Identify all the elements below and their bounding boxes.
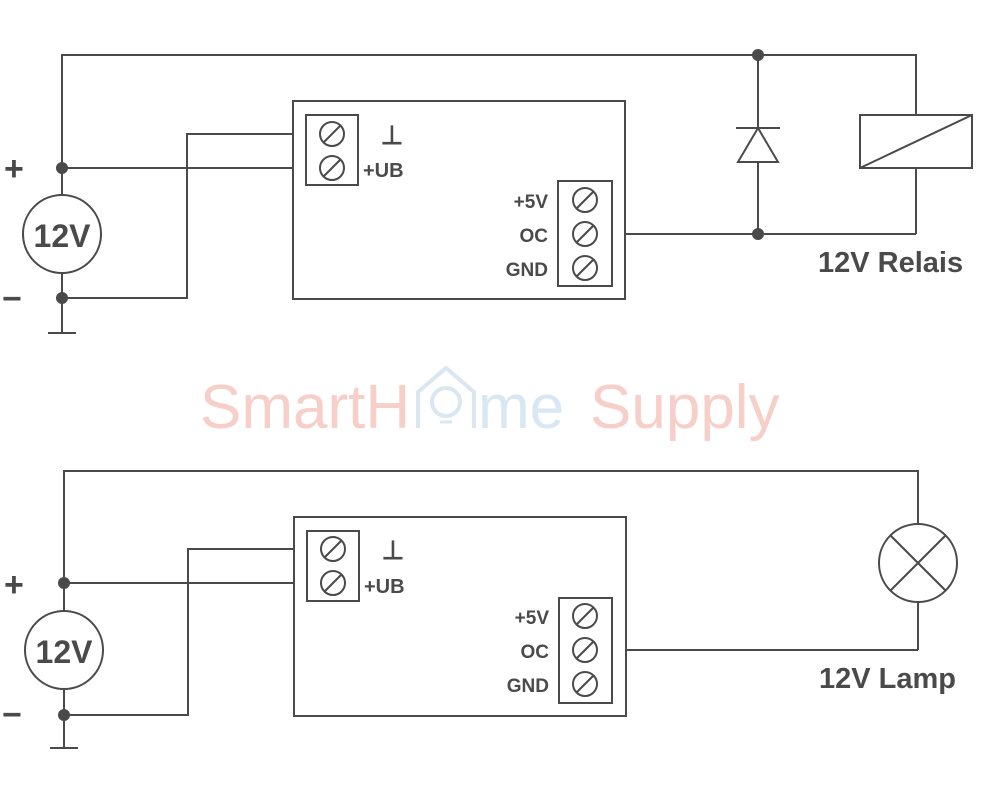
screw-terminal-icon [572,603,598,629]
screw-terminal-icon [572,637,598,663]
watermark-text-me: me [478,373,564,442]
screw-terminal-icon [320,570,346,596]
screw-terminal-icon [572,187,598,213]
junction-dot [58,577,70,589]
output-label-5v: +5V [514,192,549,213]
plus-sign: + [4,150,24,188]
ub-terminal-label: +UB [363,160,404,182]
minus-sign: − [2,696,22,734]
junction-dot [752,49,764,61]
ground-terminal-symbol: ⊥ [382,535,405,565]
minus-sign: − [2,280,22,318]
junction-dot [58,709,70,721]
output-label-gnd: GND [507,676,549,697]
screw-terminal-icon [320,536,346,562]
relay-coil-icon [859,114,973,169]
top-positive-rail-wire [61,54,917,168]
voltage-source-icon [22,194,102,274]
junction-dot [56,292,68,304]
output-label-oc: OC [520,226,549,247]
ground-terminal-symbol: ⊥ [381,120,404,150]
bottom-positive-rail-wire [63,470,919,583]
plus-sign: + [4,566,24,604]
supply-minus-to-ground-wire [64,548,307,716]
supply-minus-to-ground-wire [62,133,306,299]
source-voltage-label: 12V [34,218,92,254]
voltage-source-icon [24,610,104,690]
junction-dot [752,228,764,240]
relay-circuit: + − 12V ⊥ +UB +5V OC GND [2,49,973,334]
watermark-house-bulb-icon [416,365,476,428]
ub-terminal-label: +UB [364,576,405,598]
lamp-circuit: + − 12V ⊥ +UB +5V OC GND 12V [2,470,958,749]
output-label-oc: OC [521,642,550,663]
screw-terminal-icon [572,221,598,247]
screw-terminal-icon [319,155,345,181]
relay-label: 12V Relais [818,247,963,279]
watermark-text-smart: SmartH [200,373,410,442]
screw-terminal-icon [572,671,598,697]
flyback-diode-icon [736,126,780,163]
watermark-text-supply: Supply [590,373,780,442]
screw-terminal-icon [572,255,598,281]
lamp-icon [878,523,958,603]
lamp-label: 12V Lamp [819,663,956,695]
watermark-logo: SmartH me Supply [200,365,780,442]
screw-terminal-icon [319,121,345,147]
output-label-gnd: GND [506,260,548,281]
junction-dot [56,162,68,174]
output-label-5v: +5V [515,608,550,629]
source-voltage-label: 12V [36,634,94,670]
